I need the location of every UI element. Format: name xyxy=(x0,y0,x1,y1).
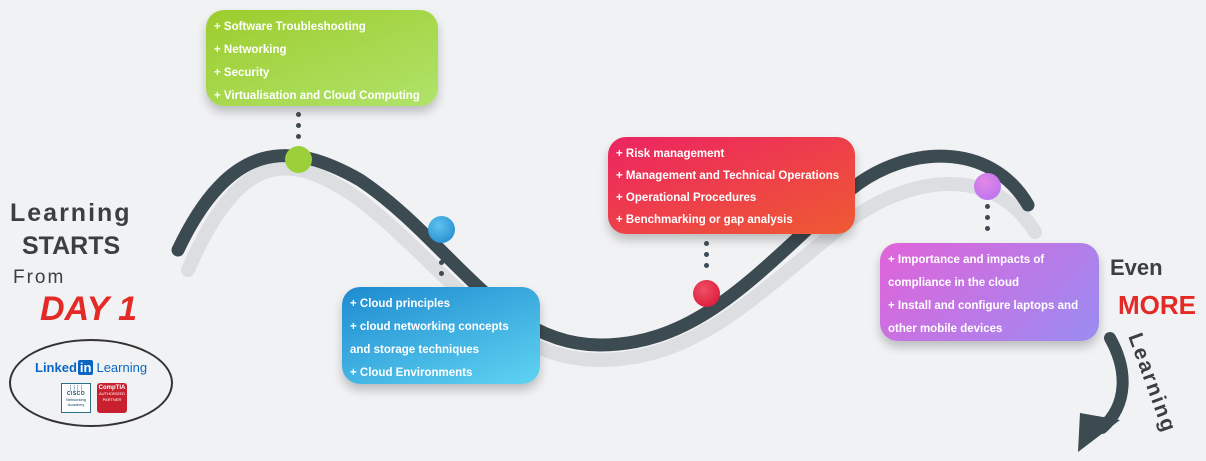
stage-1-item: + Security xyxy=(214,67,270,79)
stage-1-card: + Software Troubleshooting + Networking … xyxy=(206,10,438,106)
stage-4-connector xyxy=(985,204,990,237)
stage-1-item: + Virtualisation and Cloud Computing xyxy=(214,90,420,102)
stage-2-item: + cloud networking concepts xyxy=(350,321,509,333)
heading-more: MORE xyxy=(1118,290,1196,320)
stage-4-item: + Install and configure laptops and xyxy=(888,300,1079,312)
stage-4-item: other mobile devices xyxy=(888,323,1003,335)
linkedin-word: Linked xyxy=(35,360,77,375)
stage-2-marker xyxy=(428,216,455,243)
cisco-text: Networking Academy xyxy=(65,397,86,407)
heading-day-1: DAY 1 xyxy=(40,290,138,328)
comptia-text: AUTHORIZED PARTNER xyxy=(99,391,125,402)
stage-2-item: and storage techniques xyxy=(350,344,480,356)
linkedin-in-box: in xyxy=(77,360,94,375)
stage-1-item: + Networking xyxy=(214,44,287,56)
stage-4-item: + Importance and impacts of xyxy=(888,254,1045,266)
linkedin-learning-word: Learning xyxy=(96,360,148,375)
stage-2-card: + Cloud principles + cloud networking co… xyxy=(342,287,540,384)
stage-1-item: + Software Troubleshooting xyxy=(214,21,366,33)
stage-3-connector xyxy=(704,241,709,274)
stage-3-item: + Management and Technical Operations xyxy=(616,170,840,182)
comptia-mark: CompTIA xyxy=(98,385,126,391)
cisco-mark: CISCO xyxy=(66,391,86,397)
heading-starts: STARTS xyxy=(22,232,121,260)
logo-frame xyxy=(9,339,173,427)
heading-from: From xyxy=(13,267,66,288)
stage-3-card: + Risk management + Management and Techn… xyxy=(608,137,855,234)
heading-learning: Learning xyxy=(10,199,132,227)
stage-4-item: compliance in the cloud xyxy=(888,277,1019,289)
stage-3-item: + Risk management xyxy=(616,148,725,160)
stage-3-marker xyxy=(693,280,720,307)
down-arrow xyxy=(1096,332,1129,434)
stage-1-marker xyxy=(285,146,312,173)
heading-even: Even xyxy=(1110,255,1163,280)
stage-3-item: + Benchmarking or gap analysis xyxy=(616,214,793,226)
cisco-bars-icon: ┆┆┆┆ xyxy=(68,386,84,392)
down-arrow-head xyxy=(1078,413,1120,452)
stage-2-item: + Cloud Environments xyxy=(350,367,473,379)
stage-2-item: + Cloud principles xyxy=(350,298,451,310)
stage-2-connector xyxy=(439,249,444,282)
cisco-academy-badge: ┆┆┆┆ CISCO Networking Academy xyxy=(61,383,91,413)
stage-4-card: + Importance and impacts of compliance i… xyxy=(880,243,1099,341)
stage-3-item: + Operational Procedures xyxy=(616,192,757,204)
comptia-partner-badge: CompTIA AUTHORIZED PARTNER xyxy=(97,383,127,413)
stage-4-marker xyxy=(974,173,1001,200)
stage-1-connector xyxy=(296,112,301,145)
